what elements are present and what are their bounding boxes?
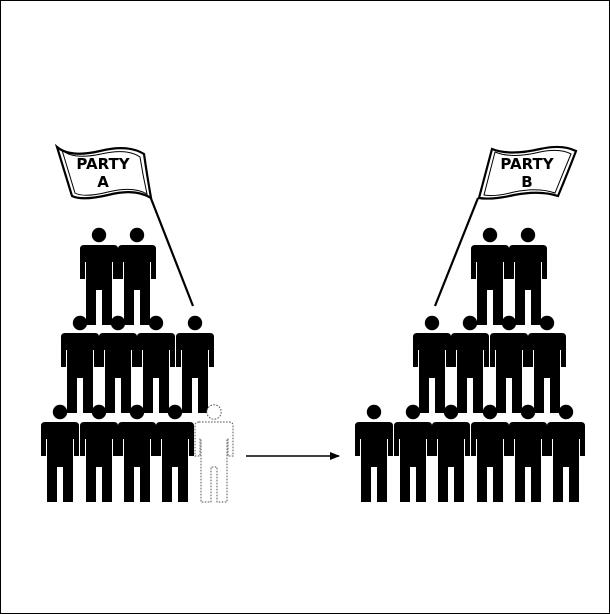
party-b-flag-label-line2: B bbox=[521, 173, 532, 191]
party-b-flag-label-line1: PARTY bbox=[500, 155, 554, 173]
party-a-group: PARTY A bbox=[41, 143, 234, 503]
party-a-flag-label-line1: PARTY bbox=[76, 155, 130, 173]
party-b-flag-icon: PARTY B bbox=[477, 145, 578, 200]
party-b-flag-pole bbox=[433, 197, 480, 307]
party-a-flag-label-line2: A bbox=[97, 173, 109, 191]
party-b-group: PARTY B bbox=[355, 145, 585, 502]
party-a-flag-pole bbox=[148, 195, 195, 307]
party-a-flag-icon: PARTY A bbox=[54, 143, 153, 201]
